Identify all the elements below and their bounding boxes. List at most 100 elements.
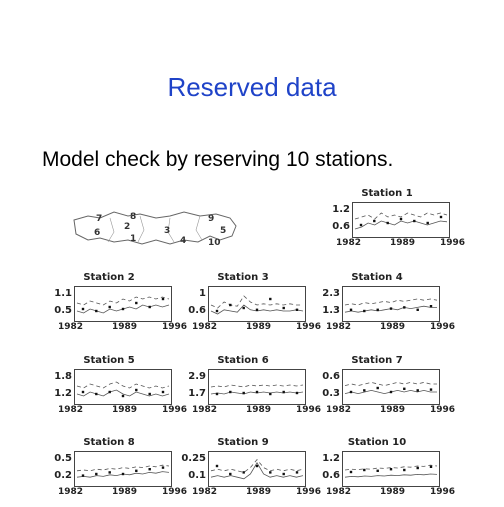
data-point [269,297,272,301]
y-tick-label: 0.6 [332,221,350,232]
data-point [121,307,125,311]
x-tick-label: 1989 [380,405,406,415]
data-point [429,388,433,391]
y-tick-label: 1.2 [54,388,72,399]
data-point [295,391,299,395]
data-point [295,308,299,311]
data-point [215,464,219,468]
series-line-dashed [344,464,438,471]
x-tick-label: 1982 [58,487,84,497]
y-tick-label: 0.6 [322,371,340,382]
data-point [242,471,245,474]
y-tick-label: 1.2 [332,204,350,215]
data-point [413,219,416,223]
x-tick-label: 1996 [296,322,322,332]
data-point [363,468,366,472]
x-tick-label: 1996 [430,322,456,332]
y-tick-label: 2.9 [188,371,206,382]
x-tick-label: 1989 [112,405,138,415]
data-point [389,390,393,394]
data-point [95,392,98,396]
y-tick-label: 0.25 [181,453,206,464]
data-point [242,306,245,310]
map-label: 7 [96,214,103,224]
chart-title: Station 5 [83,355,135,366]
plot-area [74,369,172,405]
x-tick-label: 1996 [296,405,322,415]
map-label: 6 [94,228,101,238]
data-point [108,471,111,474]
series-line-dashed [210,384,304,388]
x-tick-label: 1989 [112,487,138,497]
x-tick-label: 1982 [58,405,84,415]
y-tick-label: 1.7 [188,388,206,399]
chart-title: Station 8 [83,437,135,448]
data-point [359,223,363,227]
plot-area [352,202,450,238]
data-point [416,466,419,470]
data-point [108,305,111,309]
x-tick-label: 1996 [430,487,456,497]
data-point [349,470,353,474]
map-label: 1 [130,234,137,244]
data-point [282,472,285,476]
y-tick-label: 0.2 [54,470,72,481]
data-point [416,389,419,392]
data-point [429,465,433,468]
y-tick-label: 1.1 [54,288,72,299]
x-tick-label: 1996 [162,322,188,332]
chart-title: Station 3 [217,272,269,283]
chart-svg [354,212,448,230]
data-point [95,309,98,313]
data-point [81,474,85,477]
data-point [376,386,379,390]
chart-title: Station 7 [351,355,403,366]
y-tick-label: 1 [199,288,206,299]
x-tick-label: 1982 [336,238,362,248]
y-tick-label: 1.2 [322,453,340,464]
plot-area [342,369,440,405]
data-point [135,301,138,305]
data-point [389,468,393,471]
data-point [161,390,165,394]
x-tick-label: 1989 [380,322,406,332]
series-line-dashed [76,464,170,472]
data-point [439,215,443,219]
x-tick-label: 1989 [246,487,272,497]
x-tick-label: 1989 [112,322,138,332]
data-point [403,468,406,472]
x-tick-label: 1996 [162,405,188,415]
x-tick-label: 1989 [390,238,416,248]
plot-area [74,286,172,322]
data-point [295,471,299,474]
x-tick-label: 1982 [192,322,218,332]
data-point [349,390,353,394]
y-tick-label: 0.5 [54,305,72,316]
series-line-solid [76,389,170,397]
series-line-solid [354,220,448,230]
data-point [255,308,259,311]
map-label: 8 [130,212,137,222]
chart-svg [76,381,170,398]
map-label: 4 [180,236,187,246]
y-tick-label: 0.5 [54,453,72,464]
slide-title: Reserved data [167,72,337,102]
data-point [389,307,393,310]
data-point [215,309,219,313]
chart-svg [210,384,304,396]
data-point [373,219,376,223]
series-line-dashed [344,298,438,306]
map-label: 9 [208,214,215,224]
chart-title: Station 9 [217,437,269,448]
plot-area [208,451,306,487]
chart-title: Station 6 [217,355,269,366]
data-point [229,303,232,307]
series-line-dashed [76,296,170,306]
chart-svg [76,464,170,478]
data-point [215,392,219,396]
data-point [255,464,259,468]
